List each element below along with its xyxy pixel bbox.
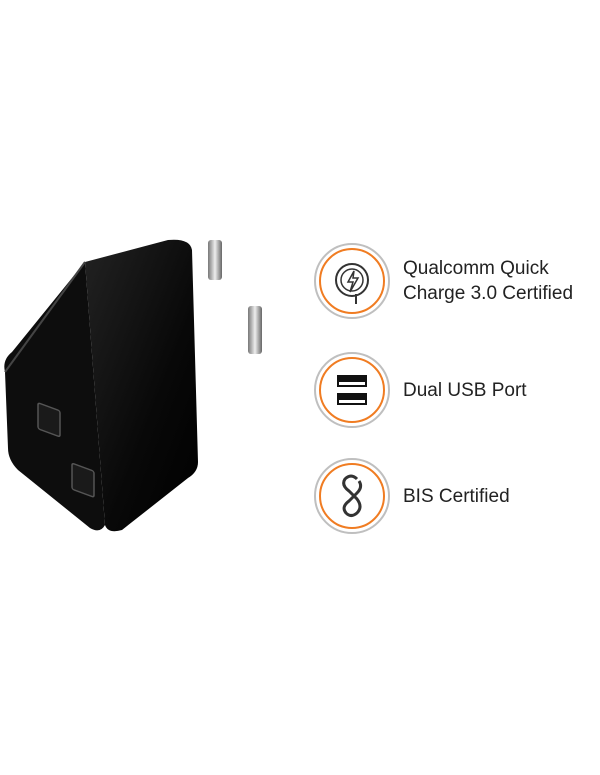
usb-charger-image [4, 239, 262, 532]
feature-label: BIS Certified [403, 485, 510, 507]
feature-label: Dual USB Port [403, 379, 527, 401]
feature-dual-usb: Dual USB Port [313, 351, 527, 429]
feature-label: Qualcomm Quick [403, 258, 549, 279]
feature-bis-certified: BIS Certified [313, 457, 510, 535]
usb-ports-icon [313, 351, 391, 429]
bis-certified-icon [313, 457, 391, 535]
quick-charge-icon [313, 242, 391, 320]
feature-label: Charge 3.0 Certified [403, 283, 574, 304]
